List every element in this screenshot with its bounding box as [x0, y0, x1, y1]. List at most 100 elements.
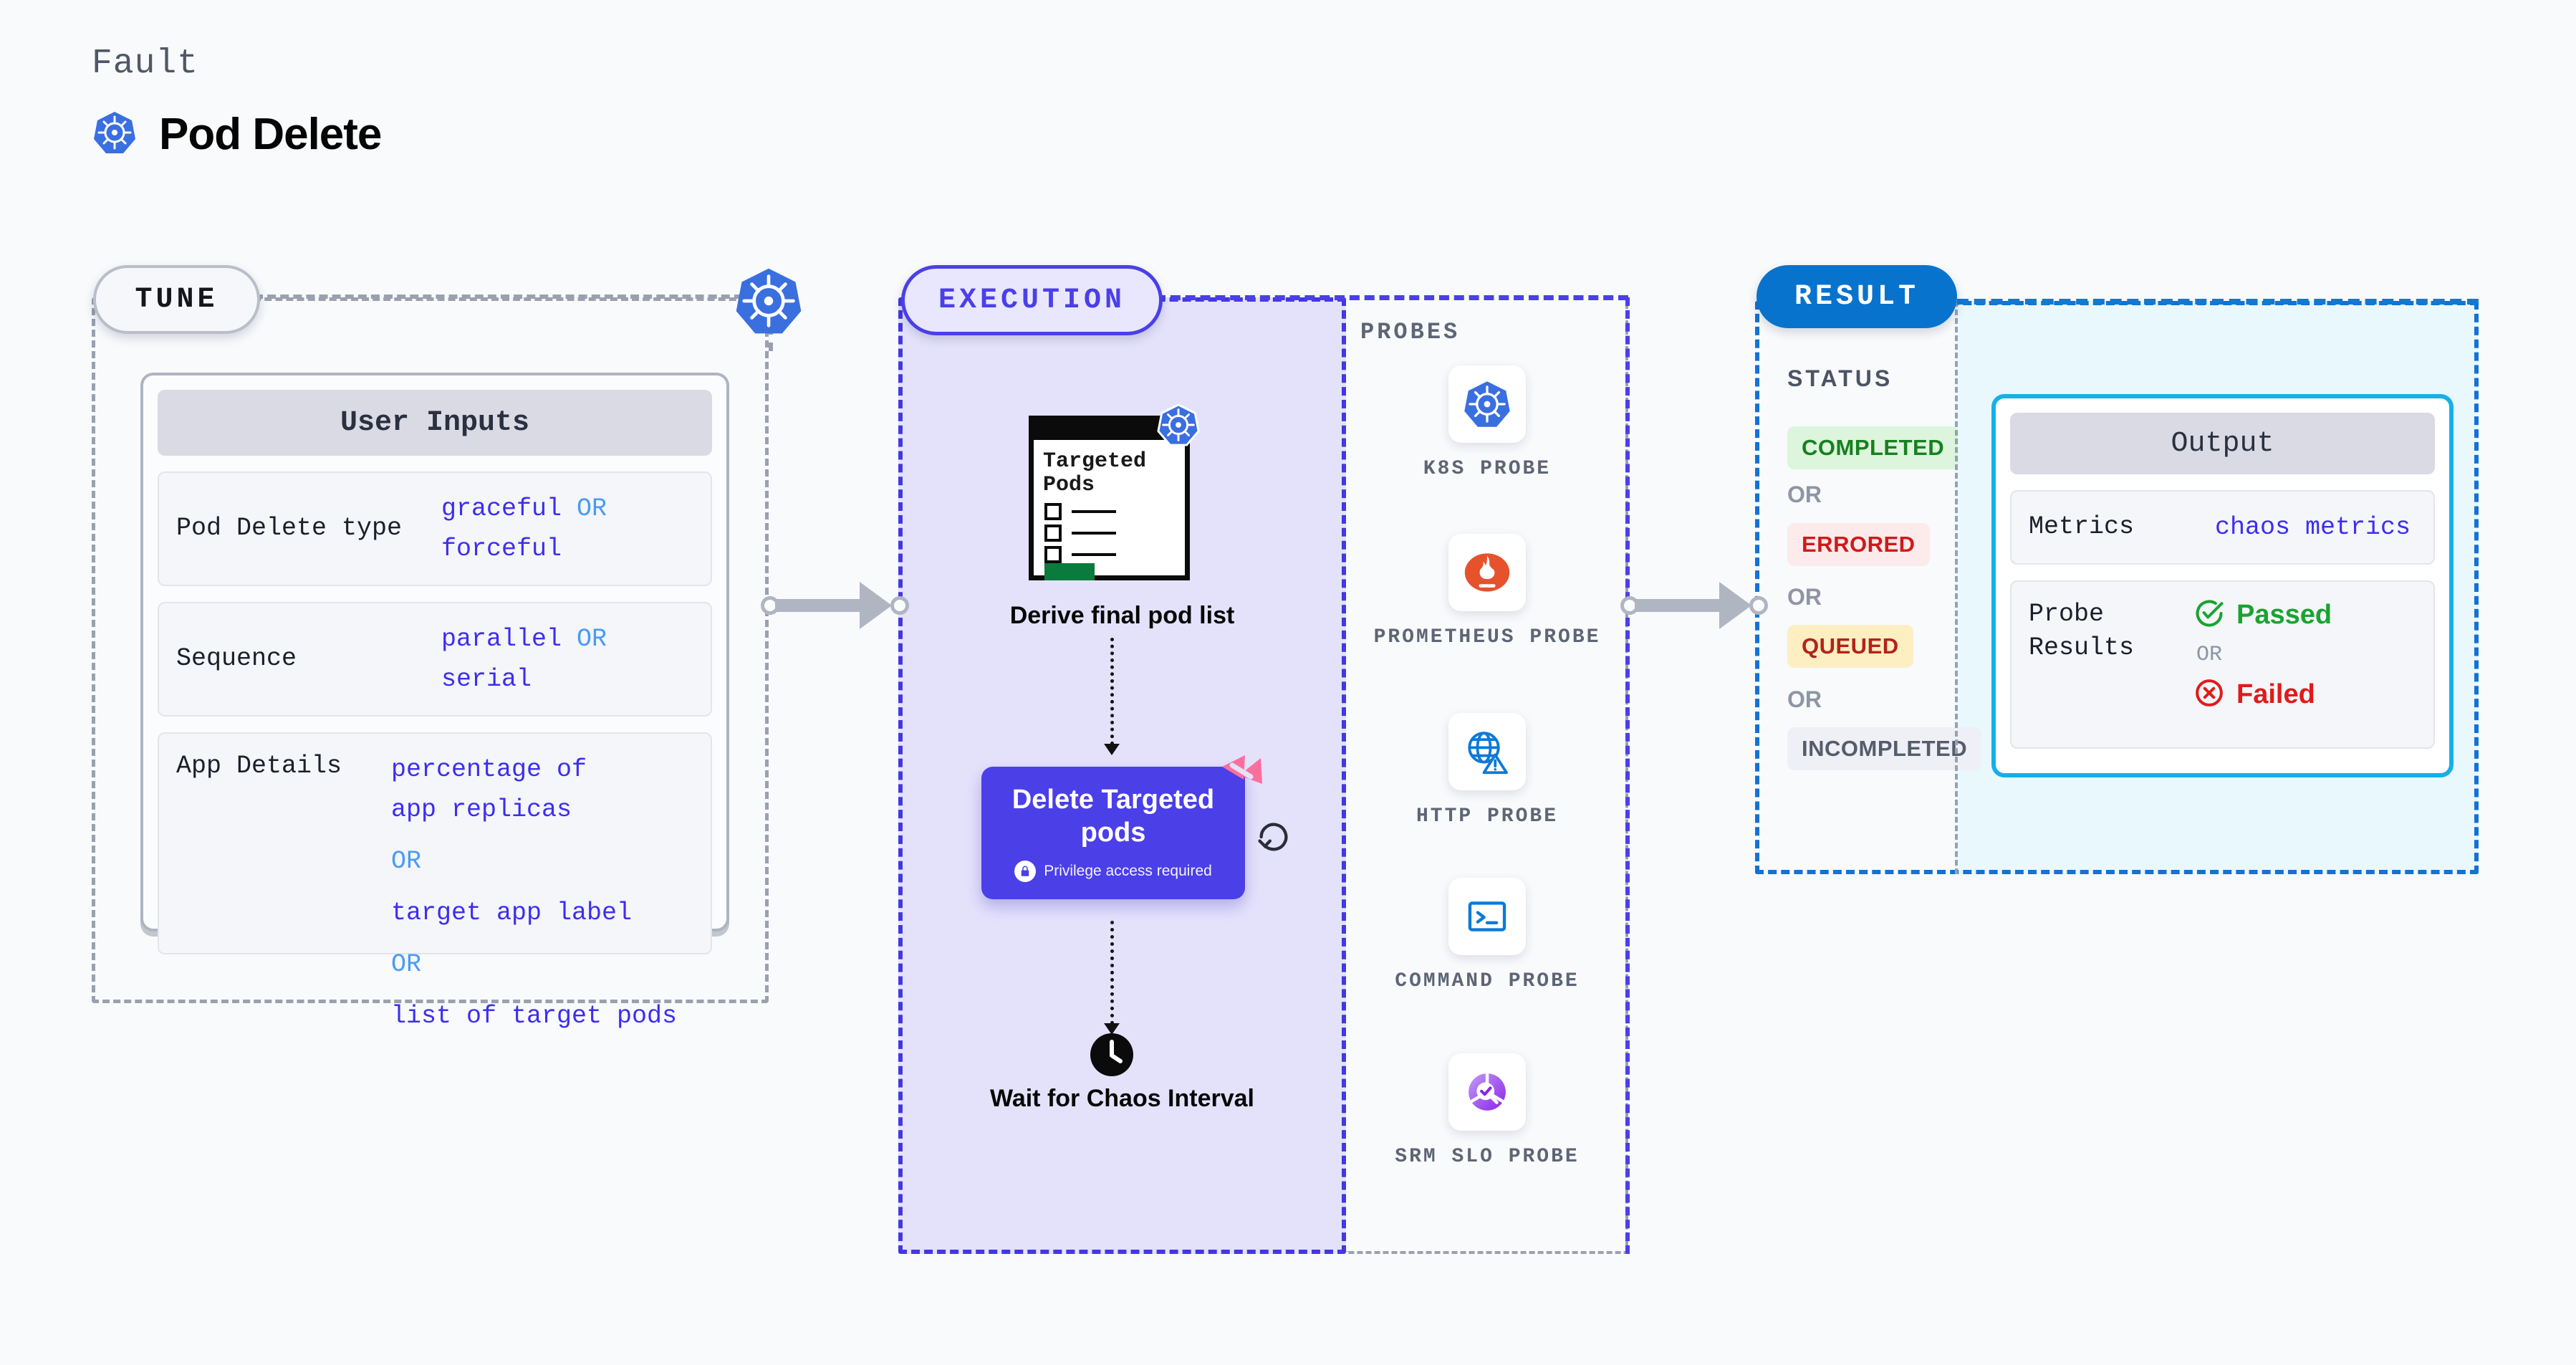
- input-values: percentage of app replicas OR target app…: [391, 749, 677, 1036]
- status-badge-queued: QUEUED: [1787, 625, 1913, 668]
- page-title: Pod Delete: [159, 110, 382, 159]
- list-line: [1072, 532, 1116, 535]
- tune-dashed-connector: [254, 294, 756, 299]
- probe-label: K8S PROBE: [1423, 458, 1552, 480]
- pods-list-item: [1044, 546, 1116, 563]
- value-option: parallel: [441, 625, 562, 653]
- delete-node-subtitle-row: Privilege access required: [1014, 861, 1212, 883]
- kubernetes-logo-icon: [733, 265, 804, 340]
- status-badge-completed: COMPLETED: [1787, 426, 1959, 469]
- or-separator: OR: [1787, 584, 1822, 610]
- execution-dashed-connector: [1155, 295, 1628, 300]
- value-option: target app label: [391, 899, 633, 927]
- targeted-pods-card: Targeted Pods: [1029, 403, 1200, 580]
- probe-label: SRM SLO PROBE: [1395, 1146, 1580, 1168]
- user-inputs-header: User Inputs: [158, 390, 712, 456]
- input-values: parallel OR serial: [441, 619, 693, 699]
- output-header: Output: [2010, 413, 2435, 474]
- metrics-value: chaos metrics: [2215, 513, 2411, 542]
- flow-arrow-line: [1110, 638, 1114, 745]
- fault-title-row: Pod Delete: [92, 109, 382, 160]
- delete-node-subtitle: Privilege access required: [1044, 863, 1212, 880]
- terminal-icon: [1448, 878, 1526, 955]
- or-separator: OR: [1787, 686, 1822, 712]
- input-label: Sequence: [176, 644, 297, 674]
- prometheus-logo-icon: [1448, 534, 1526, 611]
- value-option: percentage of app replicas: [391, 755, 587, 824]
- result-dashed-connector: [1957, 299, 2479, 305]
- result-inner-divider: [1955, 301, 1958, 874]
- output-card: Output Metrics chaos metrics Probe Resul…: [1991, 394, 2454, 777]
- input-label: App Details: [176, 752, 342, 780]
- list-line: [1072, 510, 1116, 513]
- loop-icon[interactable]: [1255, 818, 1292, 859]
- probe-item-prometheus[interactable]: PROMETHEUS PROBE: [1346, 534, 1628, 651]
- progress-bar-indicator: [1044, 563, 1095, 580]
- delete-node-title: Delete Targeted pods: [1011, 784, 1215, 848]
- delete-targeted-pods-node[interactable]: Delete Targeted pods Privilege access re…: [981, 767, 1245, 899]
- input-label: Pod Delete type: [176, 514, 403, 543]
- page-header: Fault Pod Delete: [92, 44, 382, 160]
- tune-pill-label[interactable]: TUNE: [93, 265, 260, 334]
- probe-item-command[interactable]: COMMAND PROBE: [1346, 878, 1628, 995]
- x-circle-icon: [2193, 677, 2225, 712]
- globe-warning-icon: [1448, 713, 1526, 790]
- list-line: [1072, 553, 1116, 556]
- input-row-pod-delete-type[interactable]: Pod Delete type graceful OR forceful: [158, 471, 712, 586]
- output-row-probe-results[interactable]: Probe Results Passed OR: [2010, 580, 2435, 749]
- value-option: list of target pods: [391, 1002, 678, 1030]
- value-option: forceful: [441, 535, 562, 563]
- lock-icon: [1014, 861, 1037, 883]
- slo-donut-icon: [1448, 1053, 1526, 1131]
- checkbox-icon: [1044, 546, 1062, 563]
- kubernetes-logo-icon: [1156, 403, 1201, 451]
- input-row-app-details[interactable]: App Details percentage of app replicas O…: [158, 732, 712, 1030]
- fault-eyebrow: Fault: [92, 44, 199, 83]
- probe-item-srm-slo[interactable]: SRM SLO PROBE: [1346, 1053, 1628, 1171]
- flow-arrow-line: [1110, 921, 1114, 1025]
- tune-k8s-dash-down: [769, 326, 773, 351]
- failed-label: Failed: [2236, 679, 2315, 709]
- flow-arrow-head: [1104, 1023, 1120, 1035]
- status-section-label: STATUS: [1787, 365, 1893, 391]
- or-separator: OR: [2196, 643, 2223, 667]
- derive-final-pod-list-label: Derive final pod list: [1009, 602, 1235, 629]
- kubernetes-logo-icon: [1448, 365, 1526, 443]
- pods-list-item: [1044, 525, 1116, 542]
- input-values: graceful OR forceful: [441, 489, 693, 569]
- probes-right-border: [1625, 297, 1630, 1254]
- value-option: graceful: [441, 494, 562, 523]
- checkbox-icon: [1044, 503, 1062, 520]
- probe-label: PROMETHEUS PROBE: [1373, 626, 1601, 648]
- or-separator: OR: [577, 494, 607, 523]
- probe-result-passed: Passed: [2193, 598, 2332, 633]
- or-separator: OR: [1787, 482, 1822, 507]
- output-row-metrics[interactable]: Metrics chaos metrics: [2010, 490, 2435, 565]
- or-separator: OR: [391, 847, 422, 876]
- pods-list-item: [1044, 503, 1116, 520]
- kubernetes-logo-icon: [92, 110, 138, 159]
- probe-label: HTTP PROBE: [1416, 805, 1559, 828]
- checkbox-icon: [1044, 525, 1062, 542]
- or-separator: OR: [391, 950, 422, 979]
- user-inputs-card: User Inputs Pod Delete type graceful OR …: [140, 373, 729, 1030]
- or-separator: OR: [577, 625, 607, 653]
- input-row-sequence[interactable]: Sequence parallel OR serial: [158, 602, 712, 717]
- result-pill-label[interactable]: RESULT: [1756, 265, 1957, 328]
- probe-result-failed: Failed: [2193, 677, 2332, 712]
- value-option: serial: [441, 665, 532, 694]
- litmuschaos-logo-icon: [1218, 751, 1265, 802]
- status-badge-errored: ERRORED: [1787, 523, 1930, 566]
- passed-label: Passed: [2236, 600, 2332, 630]
- probe-item-k8s[interactable]: K8S PROBE: [1346, 365, 1628, 483]
- wait-for-chaos-interval-label: Wait for Chaos Interval: [989, 1085, 1255, 1112]
- execution-pill-label[interactable]: EXECUTION: [901, 265, 1163, 335]
- check-circle-icon: [2193, 598, 2225, 633]
- probe-label: COMMAND PROBE: [1395, 970, 1580, 992]
- probes-section-label: PROBES: [1360, 319, 1461, 345]
- probe-item-http[interactable]: HTTP PROBE: [1346, 713, 1628, 830]
- tune-panel: [92, 297, 769, 1003]
- flow-arrow-head: [1104, 744, 1120, 755]
- metrics-label: Metrics: [2029, 512, 2135, 542]
- clock-icon: [1089, 1032, 1135, 1081]
